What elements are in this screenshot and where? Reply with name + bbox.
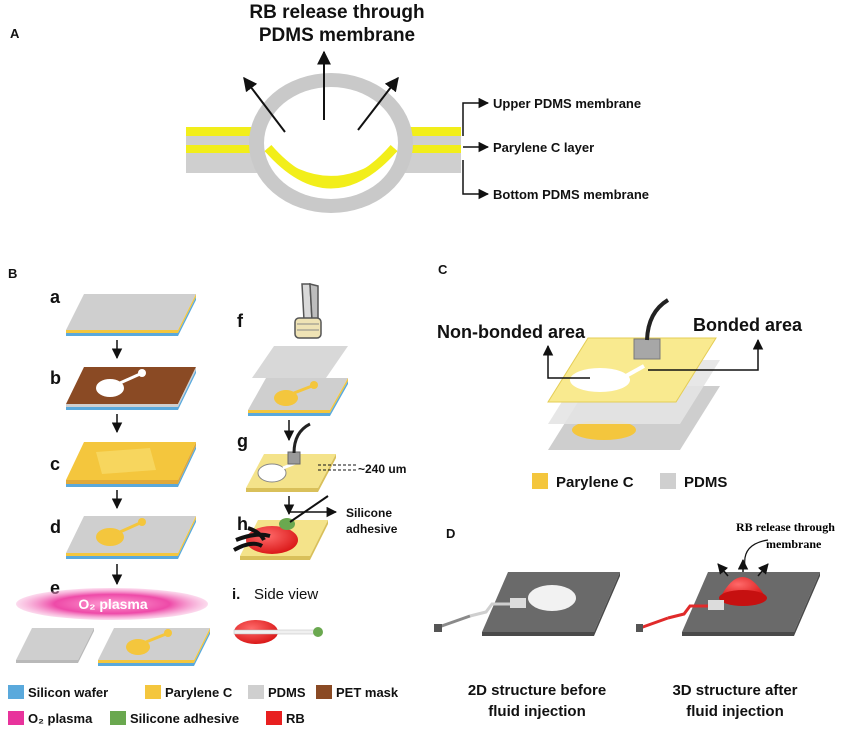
callout-upper-pdms: Upper PDMS membrane — [493, 96, 641, 111]
non-bonded-label: Non-bonded area — [437, 322, 586, 342]
panel-b-label: B — [8, 266, 17, 281]
step-f-label: f — [237, 311, 244, 331]
step-b-pet-mask — [66, 367, 196, 410]
step-e-label: e — [50, 578, 60, 598]
panel-d: D RB release through mem — [434, 520, 835, 720]
legend-rb: RB — [286, 711, 305, 726]
exploded-device — [547, 298, 720, 450]
step-g-label: g — [237, 431, 248, 451]
panel-c-legend: Parylene C PDMS — [532, 473, 727, 491]
step-c-label: c — [50, 454, 60, 474]
annotation-arrow — [744, 539, 769, 567]
device-3d — [636, 558, 820, 636]
step-d-label: d — [50, 517, 61, 537]
panel-b: B a b c d — [8, 266, 406, 666]
panel-c: C Non-bonded area Bonded area Parylene C… — [437, 262, 803, 491]
o2-plasma-ellipse — [16, 588, 208, 620]
legend-silicone-adhesive: Silicone adhesive — [130, 711, 239, 726]
legend-c-parylene: Parylene C — [556, 474, 634, 491]
step-e-pdms-slab — [16, 628, 94, 663]
panel-a-title-line2: PDMS membrane — [259, 25, 415, 46]
step-h-device — [233, 495, 329, 560]
caption-3d-line1: 3D structure after — [672, 682, 797, 699]
step-f-device-stack — [248, 378, 348, 416]
annotation-line1: RB release through — [736, 520, 835, 534]
caption-3d-line2: fluid injection — [686, 703, 784, 720]
non-bonded-leader — [542, 344, 590, 379]
step-c-parylene-coat — [66, 442, 196, 487]
step-g-device — [246, 422, 336, 492]
legend-pdms: PDMS — [268, 685, 306, 700]
legend-o2-plasma: O₂ plasma — [28, 711, 93, 726]
thickness-label: ~240 um — [358, 462, 406, 476]
panel-a-label: A — [10, 26, 20, 41]
caption-2d-line1: 2D structure before — [468, 682, 606, 699]
step-i-label: i. — [232, 586, 240, 603]
punch-tool-icon — [294, 283, 322, 339]
panel-d-label: D — [446, 526, 455, 541]
step-f-pdms-sheet — [252, 346, 348, 378]
callout-lines — [462, 97, 490, 200]
legend-c-pdms: PDMS — [684, 474, 727, 491]
callout-parylene: Parylene C layer — [493, 140, 594, 155]
o2-plasma-label: O₂ plasma — [78, 596, 147, 612]
panel-a-title-line1: RB release through — [249, 2, 424, 23]
adhesive-line1: Silicone — [346, 506, 392, 520]
step-a-layer-stack — [66, 294, 196, 336]
step-d-patterned-parylene — [66, 516, 196, 559]
thickness-dashes — [318, 464, 356, 471]
legend-parylene-c: Parylene C — [165, 685, 233, 700]
bonded-leader — [648, 338, 764, 371]
step-a-label: a — [50, 287, 61, 307]
callout-bottom-pdms: Bottom PDMS membrane — [493, 187, 649, 202]
membrane-cross-section — [186, 50, 461, 213]
panel-c-label: C — [438, 262, 448, 277]
legend-silicon-wafer: Silicon wafer — [28, 685, 108, 700]
step-h-label: h — [237, 514, 248, 534]
side-view-drawing — [233, 620, 323, 644]
material-legend: Silicon wafer Parylene C PDMS PET mask O… — [8, 685, 399, 726]
caption-2d-line2: fluid injection — [488, 703, 586, 720]
legend-pet-mask: PET mask — [336, 685, 399, 700]
bonded-label: Bonded area — [693, 315, 803, 335]
annotation-line2: membrane — [766, 537, 822, 551]
device-2d — [434, 572, 620, 636]
step-e-device-slab — [98, 628, 210, 666]
side-view-label: Side view — [254, 586, 318, 603]
step-b-label: b — [50, 368, 61, 388]
adhesive-line2: adhesive — [346, 522, 398, 536]
panel-a: A RB release through PDMS membrane — [10, 2, 649, 213]
